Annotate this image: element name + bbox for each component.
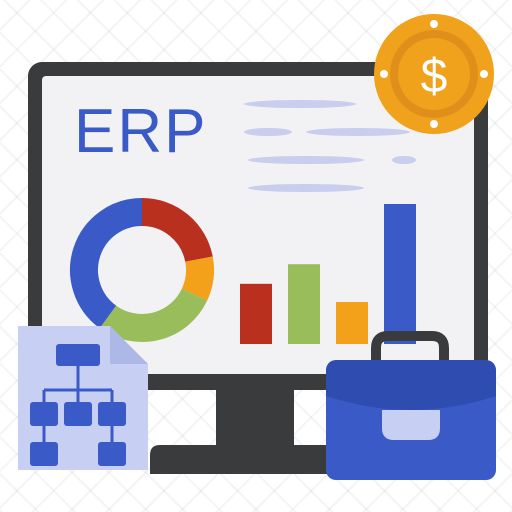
coin-dot bbox=[380, 70, 388, 78]
text-lines bbox=[244, 100, 416, 192]
stand-base bbox=[150, 445, 362, 474]
text-line bbox=[244, 100, 356, 108]
bar bbox=[384, 204, 416, 344]
bar bbox=[336, 302, 368, 344]
org-node bbox=[30, 402, 58, 426]
donut-slice bbox=[181, 256, 214, 301]
bar-chart bbox=[240, 204, 416, 344]
dollar-coin-icon: $ bbox=[374, 14, 494, 134]
bar bbox=[288, 264, 320, 344]
briefcase-icon bbox=[326, 331, 496, 480]
coin-symbol: $ bbox=[421, 50, 448, 103]
donut-slice bbox=[70, 198, 143, 329]
donut-chart bbox=[70, 198, 214, 342]
bar bbox=[240, 283, 272, 344]
monitor-screen bbox=[42, 76, 474, 374]
text-line bbox=[248, 156, 364, 164]
text-line bbox=[244, 128, 292, 136]
text-line bbox=[306, 128, 410, 136]
donut-slice bbox=[99, 288, 208, 342]
briefcase-flap bbox=[326, 360, 496, 410]
org-node-root bbox=[56, 344, 100, 366]
erp-title: ERP bbox=[74, 97, 207, 166]
org-chart-document-icon bbox=[18, 326, 148, 470]
org-node bbox=[98, 442, 126, 466]
coin-dot bbox=[480, 70, 488, 78]
coin-face bbox=[398, 38, 470, 110]
text-line bbox=[392, 156, 416, 164]
coin-dot bbox=[430, 20, 438, 28]
org-node bbox=[64, 402, 92, 426]
org-node bbox=[30, 442, 58, 466]
briefcase-handle bbox=[371, 331, 449, 362]
donut-slice bbox=[141, 198, 213, 263]
monitor bbox=[28, 62, 488, 390]
text-line bbox=[248, 184, 364, 192]
coin-dot bbox=[430, 120, 438, 128]
org-node bbox=[98, 402, 126, 426]
briefcase-lock bbox=[382, 410, 440, 440]
document-fold bbox=[110, 326, 148, 364]
